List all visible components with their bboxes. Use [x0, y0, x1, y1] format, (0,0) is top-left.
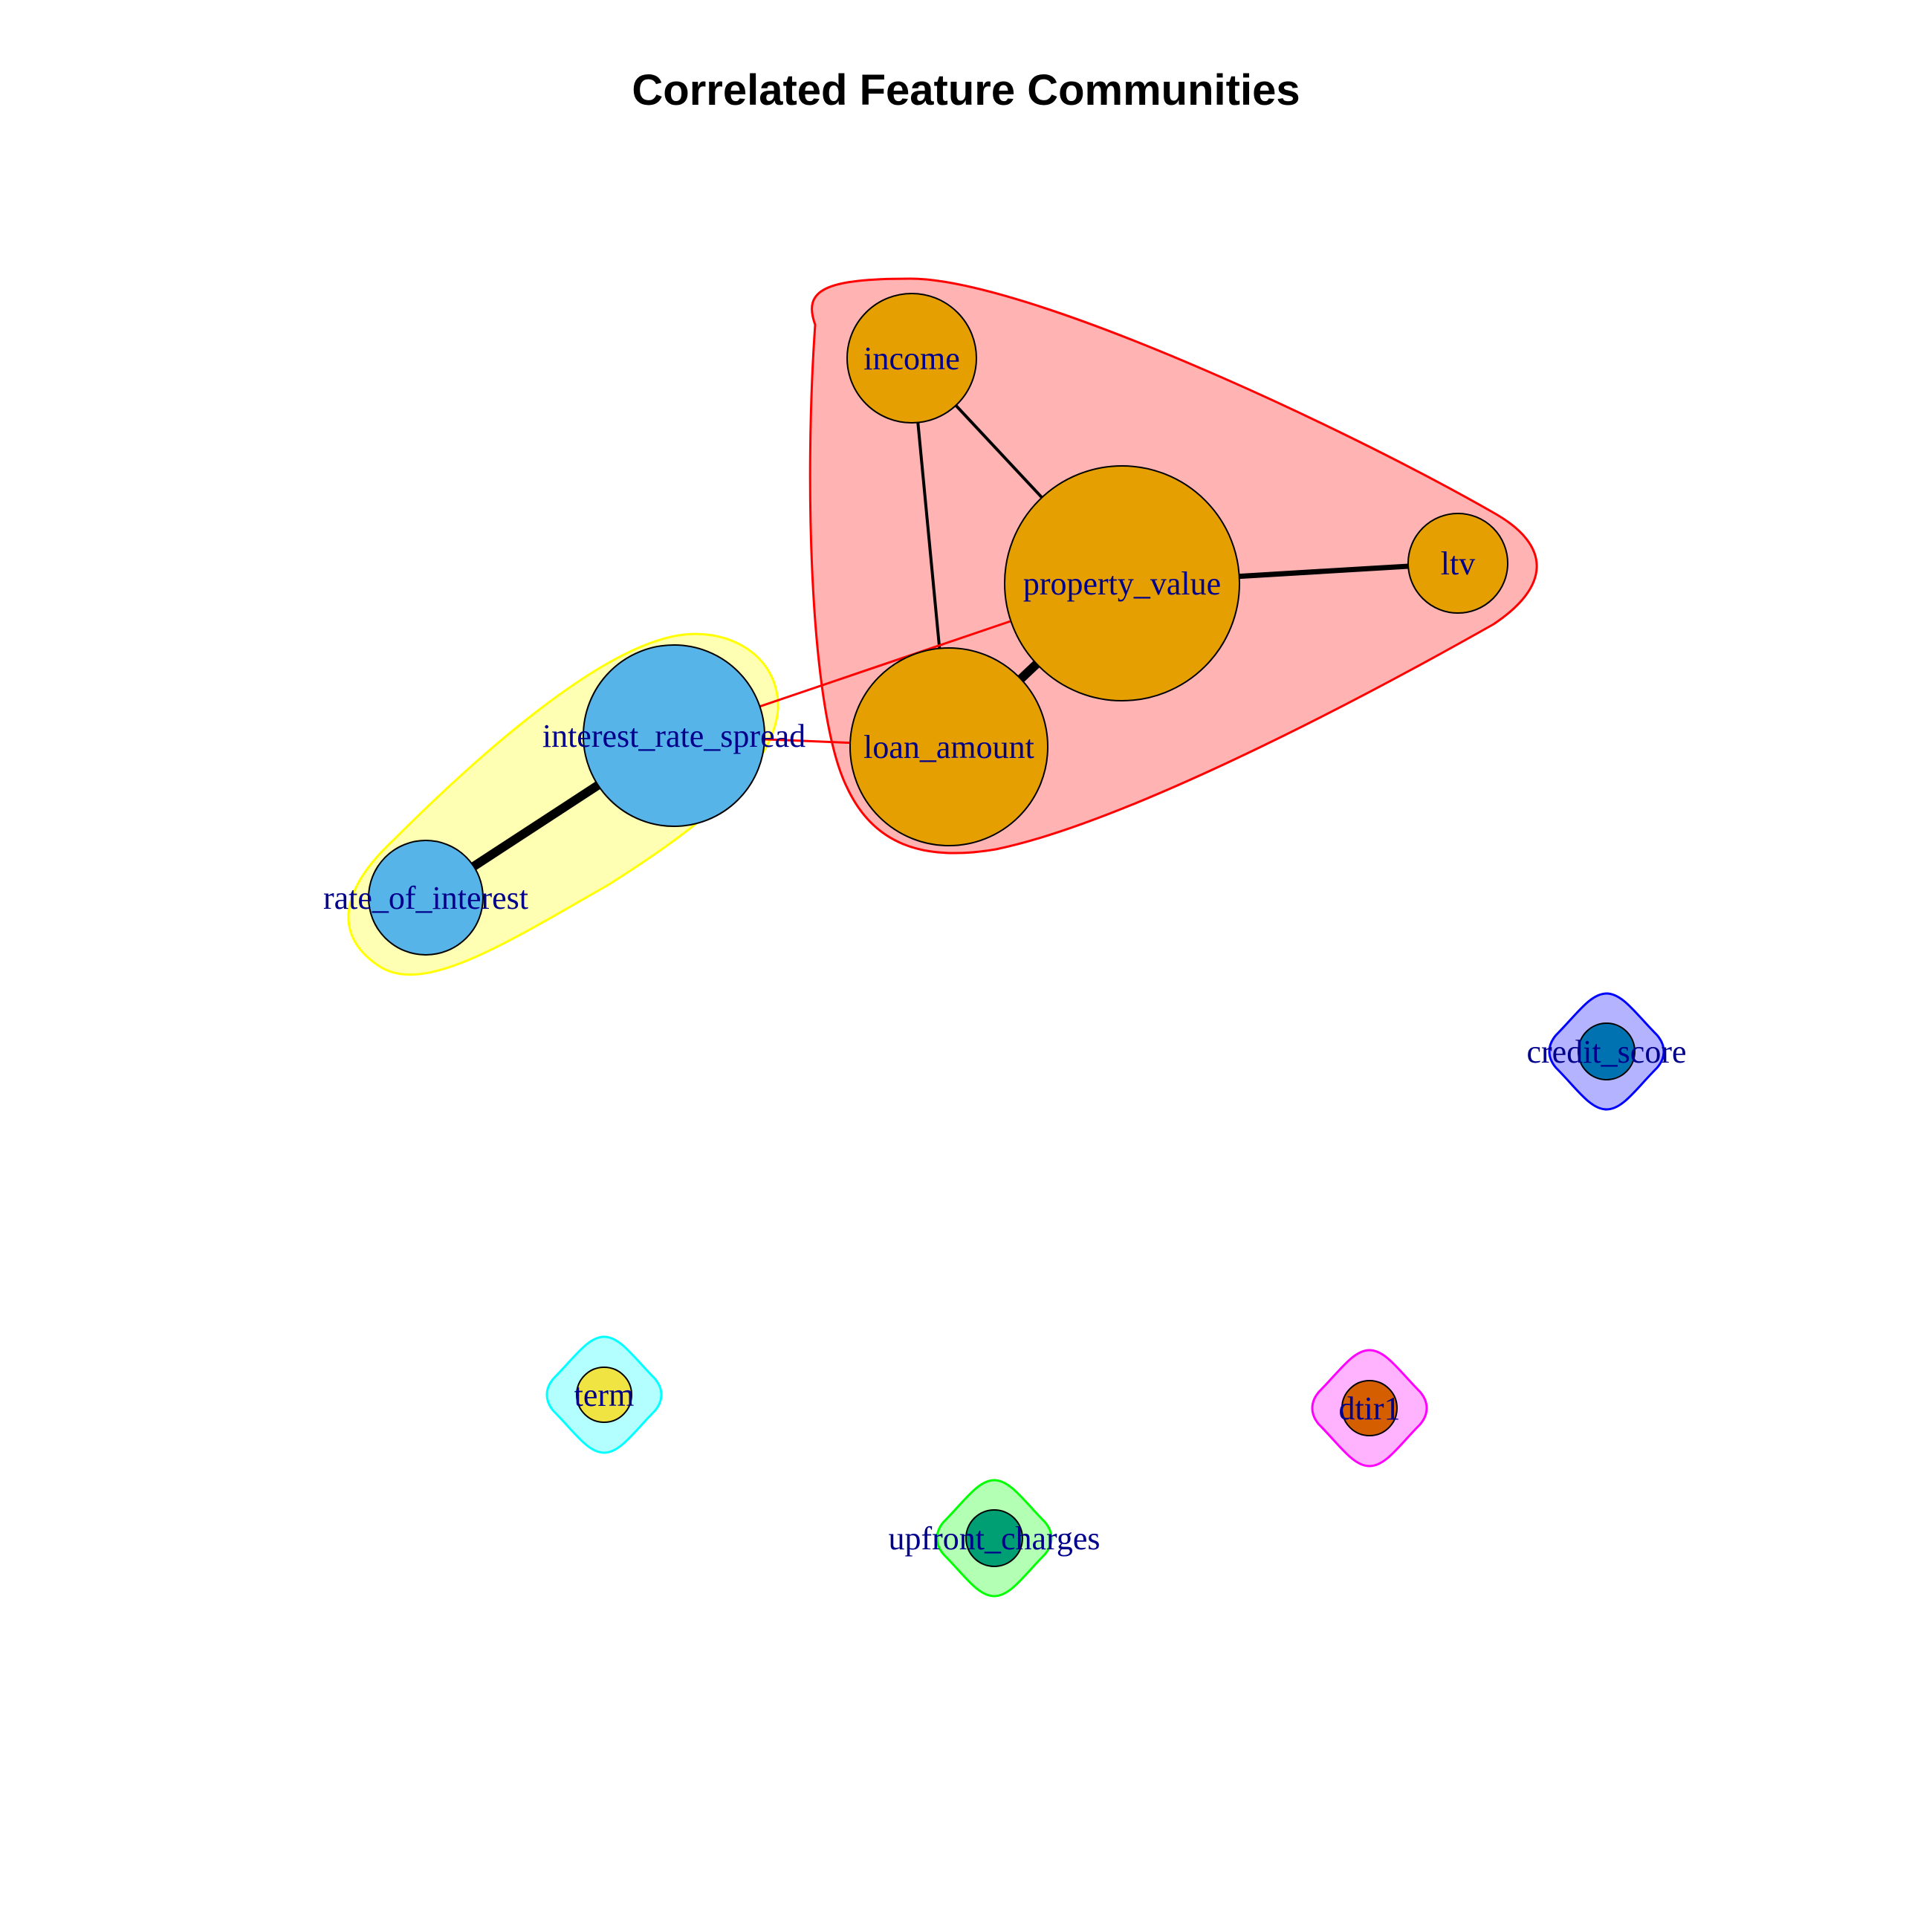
node-dtir1: [1341, 1380, 1398, 1436]
node-credit_score: [1578, 1022, 1636, 1080]
node-label-interest_rate_spread: interest_rate_spread: [542, 718, 805, 754]
node-label-property_value: property_value: [1023, 565, 1221, 602]
node-label-upfront_charges: upfront_charges: [888, 1520, 1100, 1557]
node-label-rate_of_interest: rate_of_interest: [323, 880, 528, 916]
node-rate_of_interest: [368, 840, 484, 956]
node-label-loan_amount: loan_amount: [863, 729, 1034, 765]
node-label-dtir1: dtir1: [1338, 1390, 1400, 1427]
node-interest_rate_spread: [583, 644, 765, 827]
node-term: [576, 1367, 632, 1423]
graph-nodes: [368, 293, 1636, 1567]
node-property_value: [1004, 465, 1240, 701]
node-label-income: income: [863, 340, 960, 377]
node-income: [846, 293, 977, 424]
chart-title: Correlated Feature Communities: [632, 66, 1300, 114]
node-upfront_charges: [965, 1509, 1023, 1567]
node-loan_amount: [849, 647, 1048, 846]
node-label-term: term: [574, 1377, 635, 1413]
node-label-ltv: ltv: [1441, 545, 1475, 582]
node-ltv: [1407, 513, 1508, 614]
node-label-credit_score: credit_score: [1527, 1034, 1687, 1070]
node-labels: income property_value ltv loan_amount intere…: [323, 340, 1687, 1557]
community-hulls: [347, 277, 1665, 1598]
